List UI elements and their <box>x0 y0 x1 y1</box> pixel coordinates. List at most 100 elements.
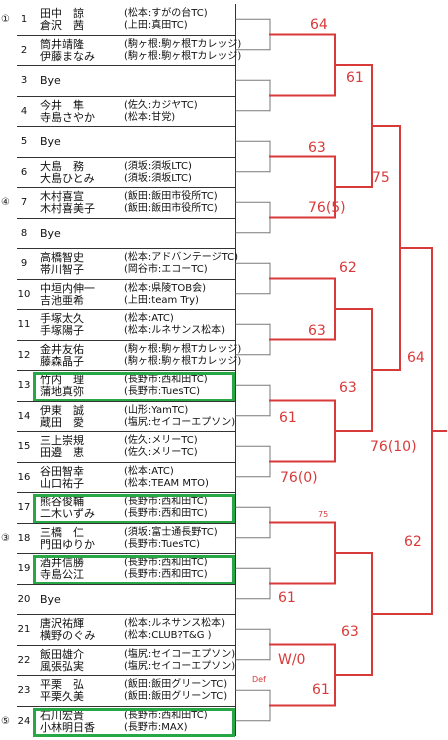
player-affiliation: (上田:真田TC) <box>124 20 188 31</box>
player-affiliation: (松本:ルネサンス松本) <box>124 618 225 629</box>
player-name: 蔵田 愛 <box>40 415 84 429</box>
bye-label: Bye <box>40 135 61 148</box>
player-name: 谷田智幸 <box>40 464 84 478</box>
score-r2-1: 61 <box>346 70 364 86</box>
player-affiliation: (長野市:TuesTC) <box>124 538 200 550</box>
draw-number: 2 <box>20 44 28 56</box>
row-separator <box>17 156 235 158</box>
row-separator <box>17 614 235 615</box>
player-name: 唐沢祐輝 <box>40 617 84 630</box>
row-separator <box>17 553 235 554</box>
row-separator <box>17 492 235 493</box>
player-name: 大島 務 <box>40 159 84 173</box>
player-affiliation: (長野市:西和田TC) <box>124 557 208 568</box>
player-affiliation: (佐久:メリーTC) <box>124 435 198 446</box>
draw-number: 24 <box>17 715 31 727</box>
player-affiliation: (松本:すがの台TC) <box>124 8 208 19</box>
player-name: 高橋智史 <box>40 251 84 264</box>
row-separator <box>17 339 235 341</box>
draw-number: 4 <box>20 105 28 117</box>
row-separator <box>17 431 235 432</box>
seed-marker: ① <box>1 14 10 25</box>
row-separator <box>17 309 235 310</box>
player-affiliation: (岡谷市:エコーTC) <box>124 264 208 275</box>
player-affiliation: (須坂:須坂LTC) <box>124 172 192 184</box>
draw-number: 18 <box>17 532 31 544</box>
player-name: 筒井靖隆 <box>40 37 84 51</box>
draw-number: 5 <box>20 136 28 147</box>
score-r3-1: 75 <box>372 170 390 186</box>
score-r1-12: W/0 <box>278 652 305 668</box>
player-name: 飯田雄介 <box>40 647 84 661</box>
player-name: 中垣内伸一 <box>40 281 95 295</box>
row-separator <box>17 400 235 402</box>
player-affiliation: (松本:甘党) <box>124 111 176 123</box>
player-name: 寺島公江 <box>40 568 84 581</box>
score-r1-3: 63 <box>308 140 326 156</box>
highlight-box <box>33 372 235 402</box>
row-separator <box>17 705 235 707</box>
player-affiliation: (飯田:飯田グリーンTC) <box>124 679 228 690</box>
score-r1-6: 63 <box>308 323 326 339</box>
draw-divider <box>235 4 236 736</box>
player-affiliation: (駒ヶ根:駒ヶ根Tカレッジ) <box>124 50 242 62</box>
row-separator <box>17 644 235 646</box>
draw-number: 13 <box>17 380 31 391</box>
draw-number: 3 <box>20 75 28 86</box>
score-r2-4: 63 <box>341 624 359 640</box>
seed-marker: ⑤ <box>1 715 10 727</box>
draw-number: 21 <box>17 624 31 635</box>
draw-number: 9 <box>20 258 28 269</box>
player-affiliation: (塩尻:セイコーエプソン) <box>124 648 236 660</box>
draw-number: 14 <box>17 410 31 422</box>
player-name: 蒲地真弥 <box>40 385 84 398</box>
seed-marker: ③ <box>1 532 10 544</box>
draw-number: 1 <box>20 14 28 25</box>
row-separator <box>17 34 235 36</box>
draw-number: 12 <box>17 349 31 361</box>
row-separator <box>17 248 235 249</box>
player-affiliation: (長野市:西和田TC) <box>124 374 208 385</box>
player-affiliation: (飯田:飯田グリーンTC) <box>124 691 228 702</box>
player-name: 横野のぐみ <box>40 629 96 642</box>
score-r3-2: 76(10) <box>370 439 417 455</box>
draw-number: 23 <box>17 685 31 696</box>
player-name: 竹内 理 <box>40 373 84 386</box>
row-separator <box>17 461 235 463</box>
row-separator <box>17 522 235 524</box>
row-separator <box>17 278 235 280</box>
player-name: 倉沢 茜 <box>40 19 84 32</box>
player-name: 手塚陽子 <box>40 324 84 337</box>
highlight-box <box>33 555 235 585</box>
row-separator <box>17 217 235 219</box>
player-name: 木村喜美子 <box>40 202 95 215</box>
draw-number: 17 <box>17 502 31 513</box>
player-name: 熊谷俊輔 <box>40 495 84 508</box>
player-affiliation: (長野市:MAX) <box>124 721 188 733</box>
player-name: 二木いずみ <box>40 507 95 520</box>
player-name: 今井 隼 <box>40 98 84 112</box>
player-affiliation: (長野市:TuesTC) <box>124 386 200 397</box>
player-name: 酒井信勝 <box>40 556 84 569</box>
player-name: 平栗 弘 <box>40 678 84 691</box>
player-affiliation: (山形:YamTC) <box>124 404 189 416</box>
player-affiliation: (塩尻:セイコーエプソン) <box>124 416 236 428</box>
row-separator <box>17 370 235 371</box>
player-affiliation: (長野市:西和田TC) <box>124 508 208 519</box>
player-affiliation: (松本:TEAM MTO) <box>124 477 209 489</box>
draw-number: 7 <box>20 197 28 208</box>
score-final: 64 <box>407 350 425 366</box>
player-name: 三橋 仁 <box>40 525 84 539</box>
player-name: 石川宏貴 <box>40 708 84 722</box>
player-affiliation: (松本:CLUB?T&G ) <box>124 630 212 641</box>
score-r3-3: 62 <box>404 534 422 550</box>
draw-number: 19 <box>17 563 31 574</box>
score-r2-3: 63 <box>339 380 357 396</box>
player-name: 金井友佑 <box>40 342 84 356</box>
row-separator <box>17 187 235 188</box>
player-name: 三上崇規 <box>40 434 84 447</box>
player-name: 寺島さやか <box>40 110 95 124</box>
draw-number: 20 <box>17 593 31 605</box>
player-affiliation: (松本:ルネサンス松本) <box>124 325 225 336</box>
